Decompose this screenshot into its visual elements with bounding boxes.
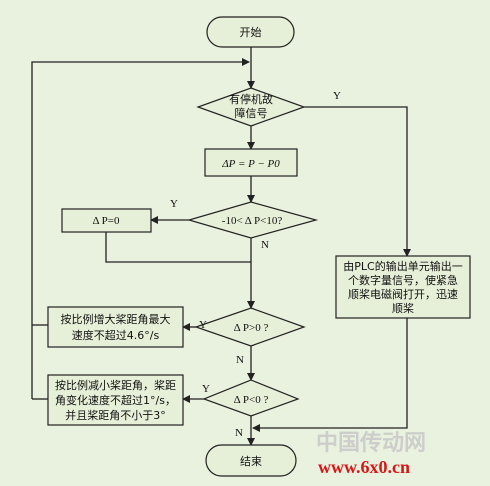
increase-label-line1: 按比例增大桨距角最大 — [61, 312, 171, 326]
fault-label-line1: 有停机故 — [229, 92, 273, 106]
label-lt0-no: N — [235, 427, 243, 439]
connectors — [31, 47, 411, 446]
node-dp-calc: ΔP = P − P0 — [204, 148, 298, 177]
edge-fault-plc — [304, 106, 411, 257]
label-fault-yes: Y — [333, 90, 341, 102]
dp-calc-label: ΔP = P − P0 — [221, 158, 280, 170]
plc-label-line1: 由PLC的输出单元输出一 — [343, 259, 462, 273]
fault-label-line2: 障信号 — [235, 106, 268, 120]
edge-zero-rejoin — [105, 232, 251, 263]
range-label: -10< Δ P<10? — [222, 215, 283, 227]
increase-label-line2: 速度不超过4.6°/s — [72, 328, 160, 342]
lt0-label: Δ P<0 ? — [234, 394, 269, 406]
watermark: 中国传动网 www.6x0.cn — [316, 431, 426, 477]
decrease-label-line2: 角变化速度不超过1°/s， — [55, 393, 176, 407]
decrease-label-line1: 按比例减小桨距角，桨距 — [55, 378, 176, 392]
node-start: 开始 — [206, 16, 295, 48]
plc-label-line2: 个数字量信号，使紧急 — [348, 273, 458, 287]
end-label: 结束 — [240, 455, 262, 468]
gt0-label: Δ P>0 ? — [234, 322, 269, 334]
node-gt0-decision: Δ P>0 ? — [194, 307, 306, 347]
start-label: 开始 — [240, 25, 262, 39]
label-range-no: N — [261, 239, 269, 251]
plc-label-line4: 顺桨 — [392, 301, 414, 315]
node-dp-zero: Δ P=0 — [61, 208, 152, 233]
edge-loop-back — [31, 58, 250, 399]
node-lt0-decision: Δ P<0 ? — [202, 379, 300, 417]
node-decrease: 按比例减小桨距角，桨距 角变化速度不超过1°/s， 并且桨距角不小于3° — [47, 374, 184, 426]
edge-labels: Y Y N Y N Y N — [170, 90, 341, 439]
decrease-label-line3: 并且桨距角不小于3° — [65, 408, 166, 422]
label-lt0-yes: Y — [202, 383, 210, 395]
label-gt0-no: N — [236, 354, 244, 366]
node-plc-action: 由PLC的输出单元输出一 个数字量信号，使紧急 顺桨电磁阀打开，迅速 顺桨 — [335, 255, 471, 319]
label-range-yes: Y — [170, 198, 178, 210]
node-range-decision: -10< Δ P<10? — [186, 201, 319, 239]
node-increase: 按比例增大桨距角最大 速度不超过4.6°/s — [47, 306, 184, 348]
node-end: 结束 — [205, 444, 297, 477]
watermark-line2: www.6x0.cn — [318, 457, 410, 477]
dp-zero-label: Δ P=0 — [92, 215, 120, 227]
watermark-line1: 中国传动网 — [316, 431, 426, 456]
label-gt0-yes: Y — [199, 319, 207, 331]
plc-label-line3: 顺桨电磁阀打开，迅速 — [348, 287, 458, 301]
edge-plc-end — [252, 318, 408, 432]
node-fault-decision: 有停机故 障信号 — [196, 87, 306, 127]
